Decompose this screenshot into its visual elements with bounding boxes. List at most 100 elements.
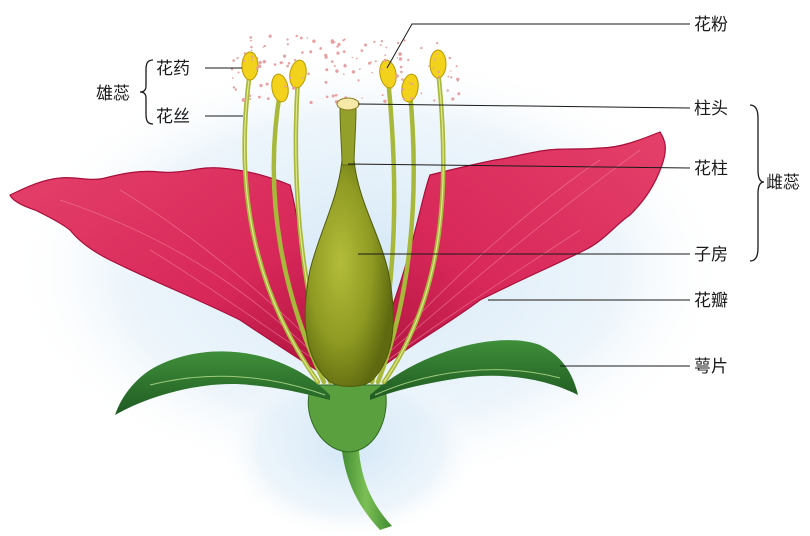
pollen-grain (331, 60, 334, 63)
pollen-grain (251, 56, 253, 58)
pollen-grain (381, 40, 383, 42)
pollen-grain (436, 42, 438, 44)
pollen-grain (399, 57, 402, 60)
pollen-grain (450, 70, 451, 71)
label-ovary: 子房 (694, 245, 728, 265)
pollen-grain (243, 60, 245, 62)
pollen-grain (420, 47, 422, 49)
pollen-grain (307, 37, 309, 39)
pollen-grain (263, 60, 266, 63)
label-style: 花柱 (694, 159, 728, 179)
pollen-grain (371, 72, 373, 74)
pollen-grain (283, 55, 286, 58)
label-pollen: 花粉 (694, 15, 728, 35)
pollen-grain (384, 54, 386, 56)
pollen-grain (332, 95, 335, 98)
pollen-grain (325, 56, 328, 59)
pollen-grain (280, 61, 283, 64)
pollen-grain (263, 47, 264, 48)
label-pistil: 雌蕊 (766, 173, 800, 193)
pollen-grain (289, 77, 291, 79)
pollen-grain (258, 96, 261, 99)
pistil-brace (750, 105, 764, 261)
pollen-grain (456, 65, 458, 67)
pollen-grain (382, 94, 384, 96)
pollen-grain (397, 42, 399, 44)
pollen-grain (274, 63, 277, 66)
pollen-grain (361, 49, 364, 52)
pollen-grain (310, 101, 313, 104)
pollen-grain (352, 70, 355, 73)
pollen-grain (364, 44, 367, 47)
anther (430, 50, 446, 78)
pollen-grain (433, 67, 435, 69)
pollen-grain (285, 81, 287, 83)
pollen-grain (336, 52, 339, 55)
pollen-grain (447, 76, 449, 78)
pollen-grain (250, 40, 252, 42)
pollen-grain (395, 79, 397, 81)
pollen-grain (335, 69, 338, 72)
pollen-grain (361, 97, 362, 98)
pollen-grain (331, 39, 335, 43)
pollen-grain (434, 58, 436, 60)
label-stamen: 雄蕊 (96, 84, 130, 104)
pollen-grain (259, 61, 262, 64)
pollen-grain (258, 64, 262, 68)
pollen-grain (387, 83, 388, 84)
pollen-grain (391, 87, 393, 89)
anther (242, 52, 258, 80)
label-anther: 花药 (156, 59, 190, 79)
pollen-grain (359, 68, 361, 70)
pollen-grain (309, 50, 312, 53)
pollen-grain (336, 45, 338, 47)
pollen-grain (242, 98, 246, 102)
pollen-grain (319, 47, 322, 50)
pollen-grain (380, 44, 382, 46)
label-stigma: 柱头 (694, 99, 728, 119)
pollen-grain (447, 89, 449, 91)
pollen-grain (433, 99, 435, 101)
pollen-grain (382, 69, 384, 71)
pollen-grain (257, 58, 259, 60)
pollen-grain (437, 71, 439, 73)
pollen-grain (401, 78, 404, 81)
pollen-grain (252, 59, 254, 61)
pollen-grain (326, 96, 329, 99)
pollen-grain (438, 76, 440, 78)
label-petal: 花瓣 (694, 291, 728, 311)
pollen-grain (421, 92, 423, 94)
pollen-grain (307, 73, 310, 76)
pollen-grain (325, 81, 328, 84)
pollen-grain (251, 50, 253, 52)
pollen-grain (249, 36, 252, 39)
pollen-grain (343, 50, 346, 53)
pollen-grain (449, 57, 451, 59)
pollen-grain (249, 95, 252, 98)
pollen-grain (384, 59, 387, 62)
pollen-grain (344, 65, 347, 68)
pollen-grain (250, 46, 252, 48)
pollen-grain (256, 67, 258, 69)
pollen-grain (232, 77, 234, 79)
pollen-grain (236, 57, 238, 59)
pollen-grain (383, 100, 386, 103)
pollen-grain (352, 57, 353, 58)
pollen-grain (398, 52, 402, 56)
pollen-grain (370, 61, 372, 63)
label-sepal: 萼片 (694, 357, 728, 377)
pollen-grain (232, 59, 235, 62)
pollen-grain (264, 45, 266, 47)
pollen-grain (249, 98, 251, 100)
pollen-grain (238, 72, 240, 74)
pollen-grain (450, 76, 452, 78)
pollen-grain (266, 83, 269, 86)
pollen-grain (403, 98, 405, 100)
pollen-grain (296, 35, 298, 37)
pollen-grain (397, 57, 398, 58)
pollen-grain (436, 53, 437, 54)
pollen-grain (259, 84, 262, 87)
pollen-grain (343, 73, 345, 75)
pollen-grain (233, 86, 235, 88)
